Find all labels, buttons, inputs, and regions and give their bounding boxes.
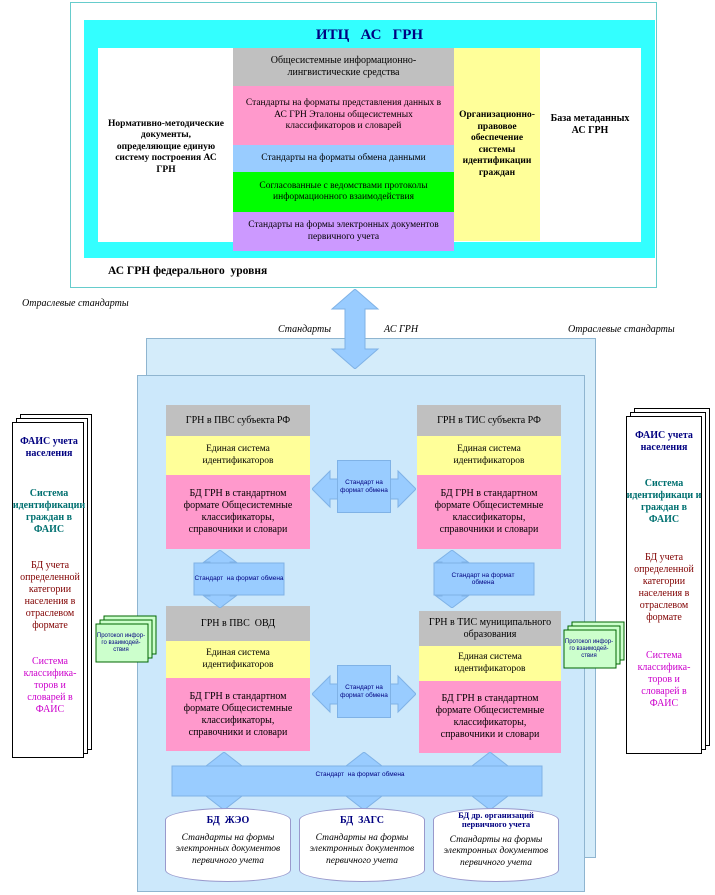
node-tr-db: БД ГРН в стандартном формате Общесистемн… bbox=[417, 475, 561, 549]
right-sys-label: Система идентификаци и граждан в ФАИС bbox=[626, 478, 702, 525]
left-cls-label: Система классифика-торов и словарей в ФА… bbox=[23, 656, 77, 715]
right-card-front bbox=[626, 416, 702, 754]
node-br-title: ГРН в ТИС муниципального образования bbox=[419, 611, 561, 646]
left-protocol-icon bbox=[95, 615, 157, 663]
federal-footer: АС ГРН федерального уровня bbox=[108, 265, 268, 277]
right-protocol-label: Протокол инфор-го взаимодей-ствия bbox=[564, 638, 614, 659]
itc-title: ИТЦ АС ГРН bbox=[315, 26, 424, 43]
left-db-label: БД учета определенной категории населени… bbox=[20, 560, 80, 631]
right-cls-label: Система классифика-торов и словарей в ФА… bbox=[637, 650, 691, 709]
data-formats-box: Стандарты на форматы представления данны… bbox=[233, 86, 454, 145]
node-tr-ident: Единая система идентификаторов bbox=[417, 436, 561, 475]
exchange-formats-box: Стандарты на форматы обмена данными bbox=[233, 145, 454, 172]
db-other-title: БД др. организаций первичного учета bbox=[458, 809, 534, 829]
branch-standards-label-top: Отраслевые стандарты bbox=[22, 298, 129, 309]
branch-standards-label-right: Отраслевые стандарты bbox=[568, 324, 675, 335]
vertical-arrow-left bbox=[193, 550, 285, 608]
db-zags-cylinder bbox=[299, 808, 425, 882]
exchange-arrow-top-label: Стандарт на формат обмена bbox=[340, 479, 388, 494]
node-tr-title: ГРН в ТИС субъекта РФ bbox=[417, 405, 561, 436]
vertical-arrow-left-label: Стандарт на формат обмена bbox=[194, 575, 284, 583]
bottom-exchange-band bbox=[171, 752, 543, 810]
normative-docs-box: Нормативно-методические документы, опред… bbox=[108, 118, 224, 175]
db-zheo-cylinder bbox=[165, 808, 291, 882]
exchange-arrow-bottom-label: Стандарт на формат обмена bbox=[340, 684, 388, 699]
vertical-arrow-right bbox=[433, 550, 535, 608]
bottom-exchange-label: Стандарт на формат обмена bbox=[315, 771, 405, 779]
db-other-text: Стандарты на формы электронных документо… bbox=[443, 834, 549, 868]
node-tl-db: БД ГРН в стандартном формате Общесистемн… bbox=[166, 475, 310, 549]
metadata-box: База метаданных АС ГРН bbox=[550, 113, 630, 136]
left-sys-label: Система идентификации граждан в ФАИС bbox=[12, 488, 86, 535]
federal-link-arrow bbox=[330, 289, 380, 369]
standards-label: Стандарты bbox=[278, 324, 332, 335]
vertical-arrow-right-label: Стандарт на формат обмена bbox=[451, 571, 515, 587]
org-legal-box: Организационно-правовое обеспечение сист… bbox=[454, 48, 540, 241]
db-zheo-title: БД ЖЭО bbox=[206, 815, 250, 826]
node-tl-title: ГРН в ПВС субъекта РФ bbox=[166, 405, 310, 436]
db-zags-text: Стандарты на формы электронных документо… bbox=[309, 832, 415, 866]
left-protocol-label: Протокол инфор-го взаимодей-ствия bbox=[96, 632, 146, 653]
ling-means-box: Общесистемные информационно-лингвистичес… bbox=[233, 48, 454, 86]
right-db-label: БД учета определенной категории населени… bbox=[634, 552, 694, 623]
exchange-arrow-bottom-box bbox=[337, 665, 391, 718]
exchange-arrow-top-box bbox=[337, 460, 391, 513]
node-tl-ident: Единая система идентификаторов bbox=[166, 436, 310, 475]
db-zheo-text: Стандарты на формы электронных документо… bbox=[175, 832, 281, 866]
protocols-box: Согласованные с ведомствами протоколы ин… bbox=[233, 172, 454, 212]
right-protocol-icon bbox=[563, 621, 625, 669]
node-bl-ident: Единая система идентификаторов bbox=[166, 641, 310, 678]
as-grn-label: АС ГРН bbox=[384, 324, 419, 335]
left-card-front bbox=[12, 422, 84, 758]
db-zags-title: БД ЗАГС bbox=[339, 815, 385, 826]
db-other-cylinder bbox=[433, 808, 559, 882]
node-bl-title: ГРН в ПВС ОВД bbox=[166, 606, 310, 641]
node-br-ident: Единая система идентификаторов bbox=[419, 646, 561, 681]
node-br-db: БД ГРН в стандартном формате Общесистемн… bbox=[419, 681, 561, 753]
node-bl-db: БД ГРН в стандартном формате Общесистемн… bbox=[166, 678, 310, 751]
left-faisl-label: ФАИС учета населения bbox=[20, 436, 78, 459]
right-faisl-label: ФАИС учета населения bbox=[635, 430, 693, 453]
primary-docs-box: Стандарты на формы электронных документо… bbox=[233, 212, 454, 251]
